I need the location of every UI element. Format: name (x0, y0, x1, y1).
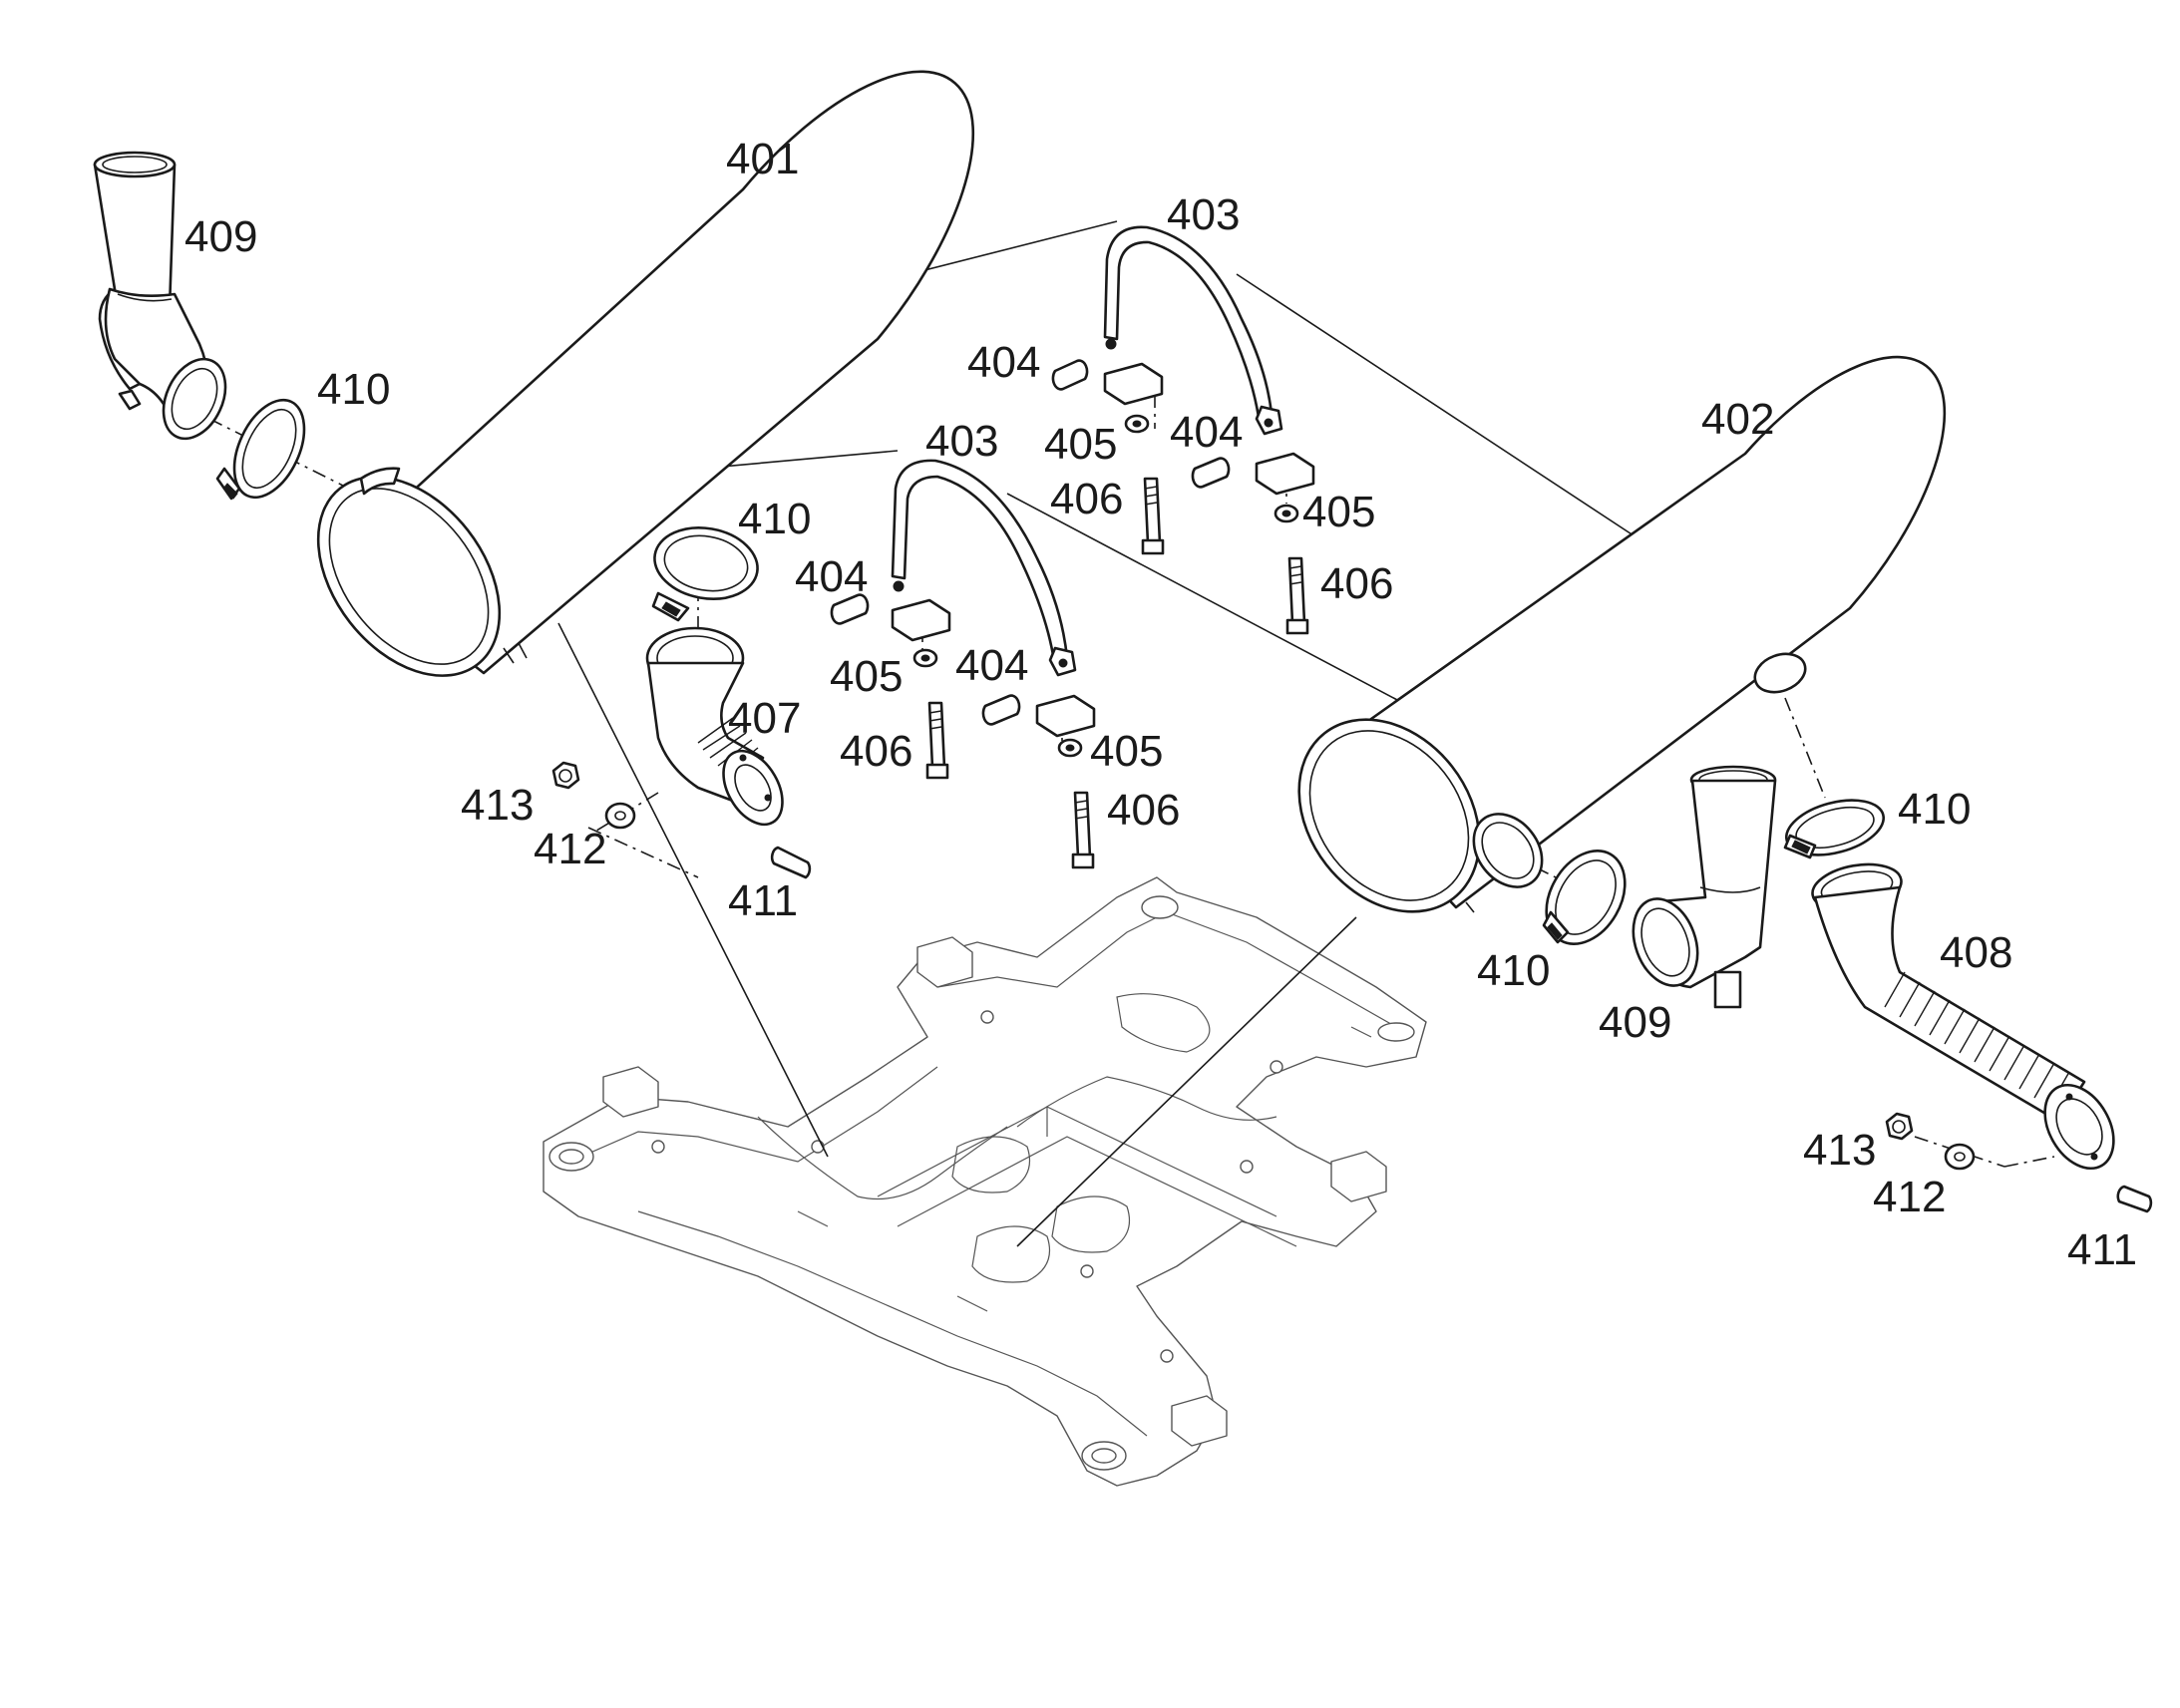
clamp-410-lower-center (1542, 849, 1627, 946)
callout-409-right: 409 (1599, 998, 1671, 1047)
muffler-401 (316, 70, 975, 677)
callout-labels: 401 402 403 403 404 404 404 404 405 405 … (184, 135, 2137, 1274)
rubber-blocks (891, 362, 1315, 738)
clamp-410-right (1783, 799, 1886, 859)
hardware-right (1885, 1112, 2153, 1213)
callout-406-a: 406 (1050, 475, 1123, 523)
callout-405-c: 405 (830, 652, 903, 701)
callout-407: 407 (728, 694, 801, 743)
u-bolt-403-lower (891, 459, 1077, 677)
callout-401: 401 (726, 135, 799, 183)
flex-pipe-407 (645, 626, 784, 827)
callout-404-b: 404 (1170, 408, 1243, 457)
washers-405 (912, 414, 1299, 758)
callout-413-left: 413 (461, 781, 534, 830)
callout-403-lower: 403 (925, 417, 998, 466)
callout-405-d: 405 (1090, 727, 1163, 776)
callout-412-left: 412 (534, 825, 606, 873)
flex-pipe-408 (1811, 862, 2115, 1171)
callout-413-right: 413 (1803, 1126, 1876, 1175)
leader-lines (208, 220, 2055, 1247)
elbow-pipe-409-right (1632, 765, 1777, 1009)
u-bolt-403-upper (1103, 225, 1283, 436)
callout-410-right: 410 (1898, 785, 1971, 834)
callout-406-b: 406 (1320, 559, 1393, 608)
callout-402: 402 (1701, 395, 1774, 444)
callout-411-right: 411 (2067, 1225, 2137, 1274)
callout-403-upper: 403 (1167, 190, 1240, 239)
elbow-pipe-409-left (93, 151, 227, 441)
pin-404-a (1051, 359, 1089, 391)
callout-404-a: 404 (967, 338, 1040, 387)
callout-405-b: 405 (1302, 488, 1375, 536)
callout-406-d: 406 (1107, 786, 1180, 835)
mounting-subframe (543, 876, 1427, 1487)
pin-404-b (1191, 457, 1231, 489)
callout-412-right: 412 (1873, 1173, 1946, 1221)
callout-404-d: 404 (955, 641, 1028, 690)
hardware-left (551, 761, 812, 879)
callout-410-center: 410 (738, 495, 811, 543)
muffler-402 (1297, 355, 1947, 913)
callout-405-a: 405 (1044, 420, 1117, 469)
pin-404-c (830, 593, 870, 625)
clamp-410-center (651, 526, 759, 622)
pin-404-d (981, 694, 1021, 726)
callout-410-upper-left: 410 (317, 365, 390, 414)
clamp-410-upper-left (215, 398, 306, 501)
callout-409-left: 409 (184, 212, 257, 261)
callout-411-left: 411 (728, 876, 798, 925)
bolts-406 (925, 477, 1309, 869)
callout-408: 408 (1940, 928, 2012, 977)
callout-404-c: 404 (795, 552, 868, 601)
callout-406-c: 406 (840, 727, 912, 776)
callout-410-lower: 410 (1477, 946, 1550, 995)
